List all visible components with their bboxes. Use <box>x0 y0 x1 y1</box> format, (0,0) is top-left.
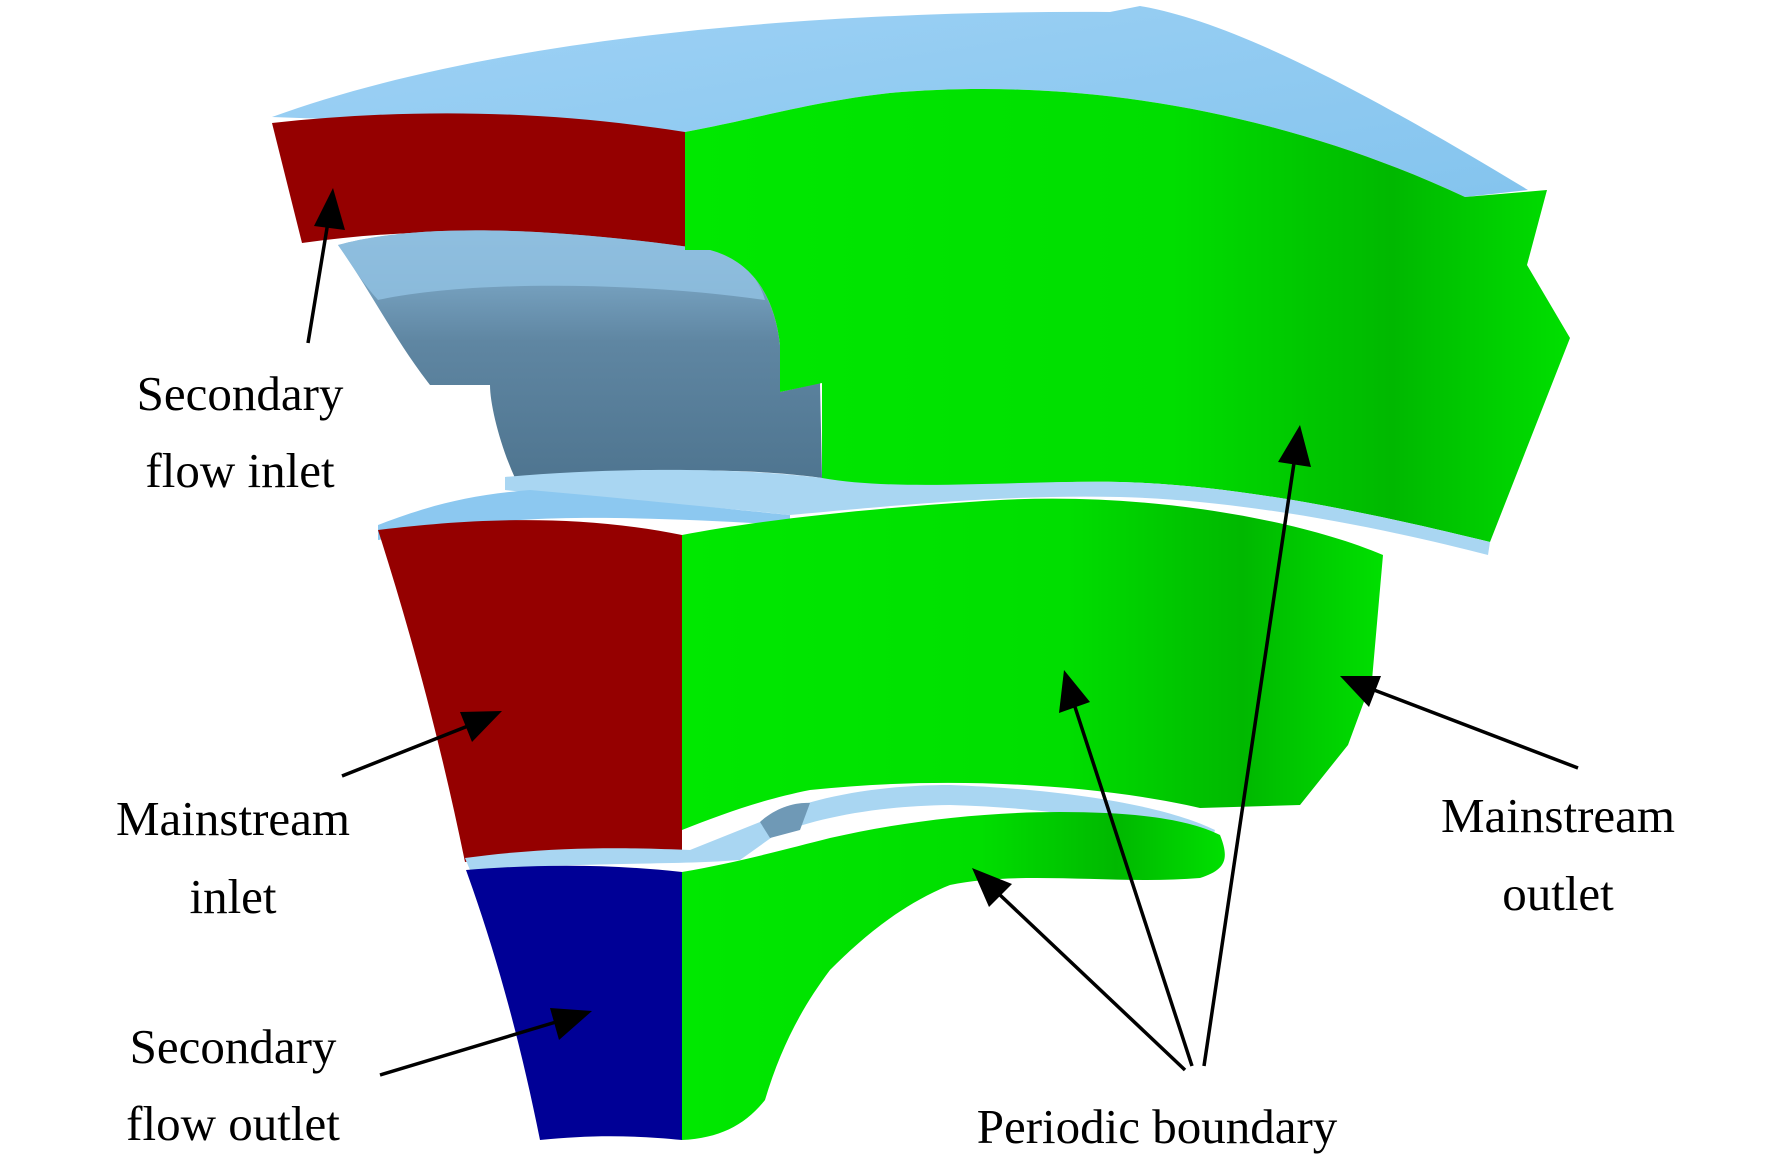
label-secondary-outlet-line2: flow outlet <box>126 1096 340 1151</box>
arrow-mainstream-outlet <box>1340 676 1579 770</box>
secondary-flow-outlet-face <box>466 865 682 1140</box>
middle-top-surface <box>378 490 790 540</box>
lower-gap-slot <box>465 785 1215 870</box>
label-mainstream-inlet-line1: Mainstream <box>116 791 350 846</box>
arrow-secondary-inlet <box>306 188 345 344</box>
upper-periodic-face <box>685 89 1570 542</box>
label-mainstream-outlet-line2: outlet <box>1502 866 1614 921</box>
arrow-periodic-middle <box>1059 670 1194 1067</box>
arrow-secondary-outlet <box>379 1008 592 1077</box>
lower-periodic-face <box>682 812 1225 1140</box>
label-mainstream-inlet-line2: inlet <box>189 869 276 924</box>
label-periodic-boundary: Periodic boundary <box>977 1099 1338 1154</box>
arrow-mainstream-inlet <box>341 711 502 778</box>
lower-gap-notch <box>760 802 810 838</box>
middle-periodic-face <box>682 498 1383 830</box>
upper-top-surface <box>272 6 1528 197</box>
label-mainstream-outlet-line1: Mainstream <box>1441 788 1675 843</box>
inner-cavity-highlight <box>338 230 765 300</box>
secondary-flow-inlet-face <box>272 113 685 250</box>
arrow-periodic-lower <box>972 868 1187 1072</box>
label-secondary-inlet-line1: Secondary <box>137 366 344 421</box>
label-secondary-outlet-line1: Secondary <box>130 1019 337 1074</box>
mainstream-inlet-face <box>378 520 682 862</box>
upper-gap-slot <box>505 469 1490 555</box>
arrow-periodic-upper <box>1202 425 1311 1067</box>
label-secondary-inlet-line2: flow inlet <box>145 443 335 498</box>
